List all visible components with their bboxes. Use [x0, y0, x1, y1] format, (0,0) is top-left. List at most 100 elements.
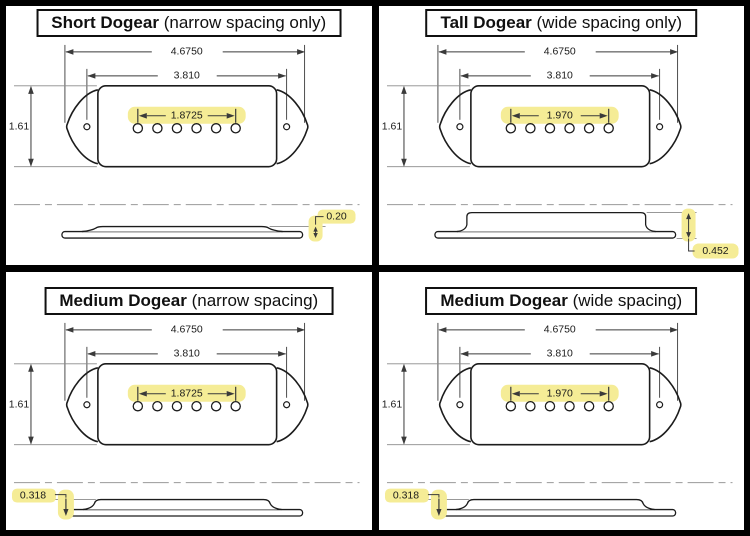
diagram-title-box: Medium Dogear (narrow spacing): [44, 286, 334, 315]
side-view-base: [61, 508, 304, 517]
arrowhead: [437, 326, 446, 333]
mounting-hole: [283, 400, 291, 408]
pole-hole: [132, 400, 144, 411]
arrowhead: [511, 390, 520, 397]
dim-body-height: 1.61: [9, 399, 30, 410]
arrowhead: [28, 363, 34, 372]
arrowhead: [297, 326, 306, 333]
title-name: Medium Dogear: [440, 290, 568, 310]
pole-hole: [524, 123, 536, 134]
diagram-title-box: Medium Dogear (wide spacing): [425, 286, 698, 315]
pole-hole: [152, 400, 163, 411]
arrowhead: [63, 508, 69, 516]
arrowhead: [435, 508, 442, 516]
right-ear-outline: [276, 89, 309, 165]
arrowhead: [87, 73, 96, 79]
arrowhead: [400, 436, 407, 445]
dim-pole-spacing: 1.970: [546, 111, 572, 122]
dim-side-height: 0.20: [326, 211, 347, 222]
pole-hole: [563, 400, 575, 411]
pole-hole: [210, 123, 222, 134]
right-ear-outline: [648, 89, 682, 165]
title-name: Tall Dogear: [440, 13, 532, 32]
pole-hole: [544, 400, 555, 411]
highlight-band: [692, 243, 739, 259]
pole-hole: [505, 123, 516, 134]
pole-hole: [230, 400, 241, 411]
side-view-hump: [455, 498, 655, 510]
arrowhead: [599, 112, 608, 119]
arrowhead: [65, 49, 74, 55]
arrowhead: [28, 436, 34, 445]
dim-overall-width: 4.6750: [543, 47, 575, 58]
highlight-band: [11, 488, 56, 503]
dim-overall-width: 4.6750: [543, 324, 575, 335]
arrowhead: [400, 158, 407, 167]
pole-hole: [210, 400, 222, 411]
pole-hole: [171, 400, 183, 411]
side-view-base: [433, 230, 676, 239]
side-view-base: [61, 230, 304, 239]
diagram-title-box: Short Dogear (narrow spacing only): [36, 9, 342, 37]
mounting-hole: [455, 400, 463, 408]
arrowhead: [226, 112, 235, 119]
arrowhead: [297, 49, 306, 55]
quadrant-short-dogear: Short Dogear (narrow spacing only) 4.675…: [6, 6, 372, 265]
highlight-band: [127, 106, 246, 124]
pole-hole: [563, 123, 575, 134]
pickup-body-outline: [469, 362, 650, 445]
left-ear-outline: [65, 366, 99, 442]
dim-pole-spacing: 1.8725: [171, 388, 203, 399]
arrowhead: [650, 73, 659, 79]
dim-bracket: [687, 238, 695, 252]
mounting-hole: [655, 400, 663, 408]
pole-hole: [602, 400, 614, 411]
pole-hole: [524, 400, 536, 411]
mounting-hole: [455, 123, 463, 131]
mounting-hole: [283, 123, 291, 131]
arrowhead: [685, 213, 691, 220]
pole-hole: [191, 400, 202, 411]
arrowhead: [28, 85, 34, 94]
pole-hole: [583, 123, 594, 134]
mounting-hole: [655, 123, 663, 131]
arrowhead: [313, 233, 318, 239]
left-ear-outline: [438, 89, 471, 165]
dim-pole-spacing: 1.970: [546, 388, 572, 399]
arrowhead: [278, 73, 287, 79]
pole-hole: [602, 123, 614, 134]
title-qualifier: (wide spacing only): [536, 13, 683, 32]
arrowhead: [599, 390, 608, 397]
quadrant-medium-dogear-wide: Medium Dogear (wide spacing) 4.6750 3.810…: [378, 271, 744, 530]
highlight-band: [500, 106, 619, 124]
dogear-drawing: 4.6750 3.810 1.61 1.970 0.318: [381, 322, 733, 520]
arrowhead: [400, 363, 407, 372]
arrowhead: [459, 350, 468, 357]
arrowhead: [511, 112, 520, 119]
pole-hole: [191, 123, 202, 134]
pickup-body-outline: [97, 362, 278, 445]
title-qualifier: (narrow spacing): [191, 290, 319, 310]
dim-body-height: 1.61: [381, 399, 402, 410]
dim-mount-spacing: 3.810: [546, 348, 572, 359]
dim-side-height: 0.318: [20, 490, 46, 501]
highlight-band: [317, 209, 356, 224]
side-view-hump: [456, 211, 656, 233]
dim-side-height: 0.318: [392, 490, 418, 501]
dim-mount-spacing: 3.810: [174, 348, 200, 359]
highlight-band: [384, 488, 429, 503]
title-qualifier: (narrow spacing only): [163, 13, 327, 32]
arrowhead: [138, 112, 147, 119]
pole-hole: [583, 400, 594, 411]
side-view-hump: [82, 498, 282, 510]
arrowhead: [459, 73, 468, 79]
side-view-base: [433, 508, 676, 517]
arrowhead: [313, 226, 318, 232]
diagram-title-box: Tall Dogear (wide spacing only): [425, 9, 698, 37]
